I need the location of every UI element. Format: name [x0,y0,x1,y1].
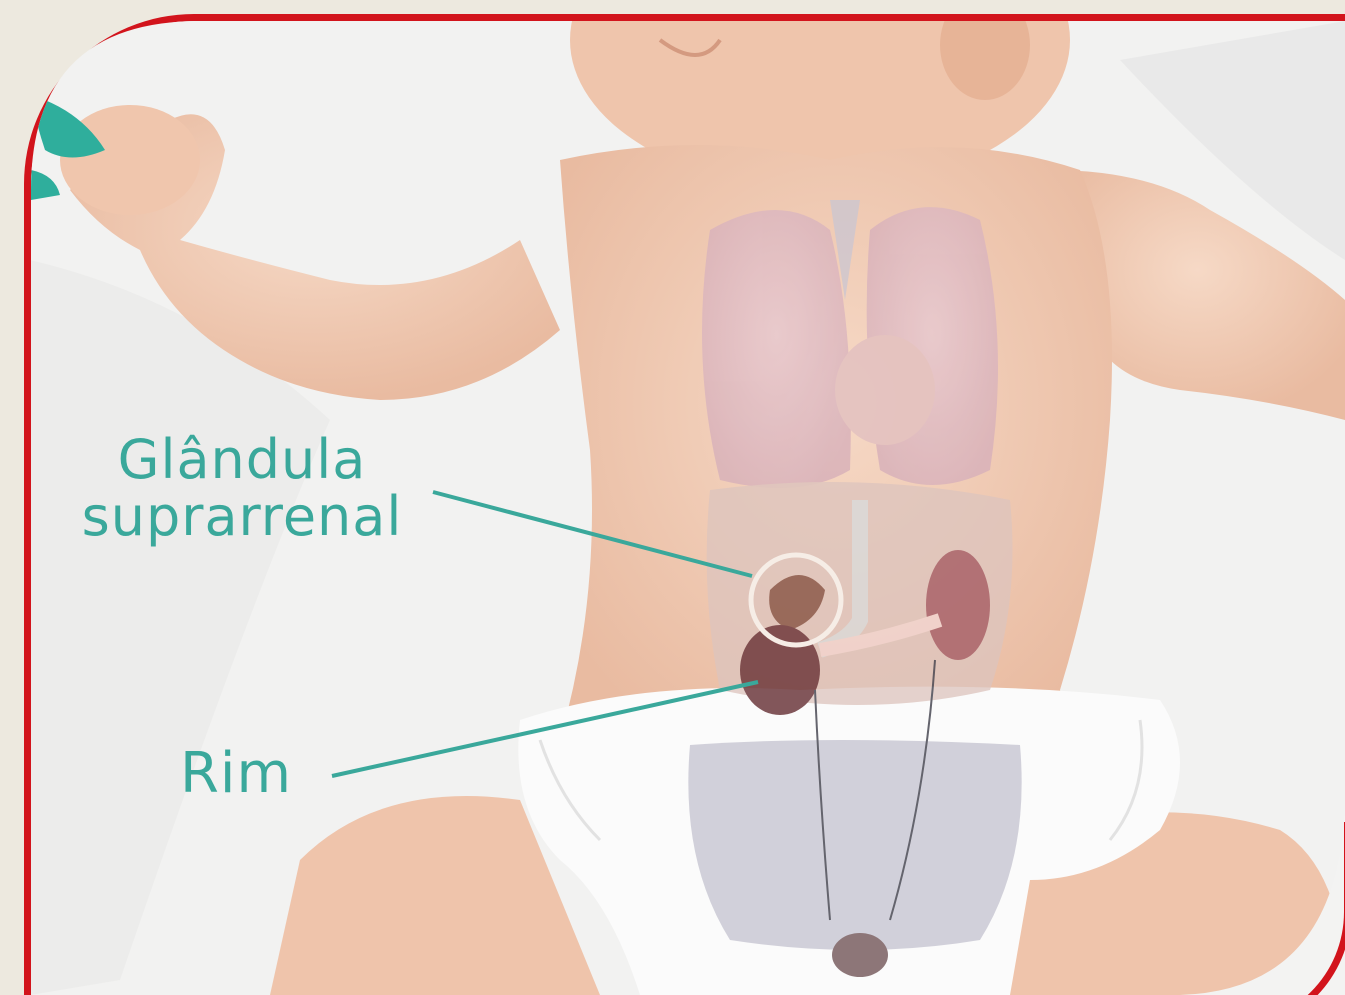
pelvis-area [688,740,1021,950]
left-lung [702,210,851,488]
bladder [832,933,888,977]
right-kidney [926,550,990,660]
kidney-label: Rim [180,745,292,804]
left-kidney [740,625,820,715]
baby-fist [60,105,200,215]
adrenal-gland-label: Glândula suprarrenal [52,432,432,545]
adrenal-label-line2: suprarrenal [52,489,432,546]
heart [835,335,935,445]
adrenal-label-line1: Glândula [52,432,432,489]
